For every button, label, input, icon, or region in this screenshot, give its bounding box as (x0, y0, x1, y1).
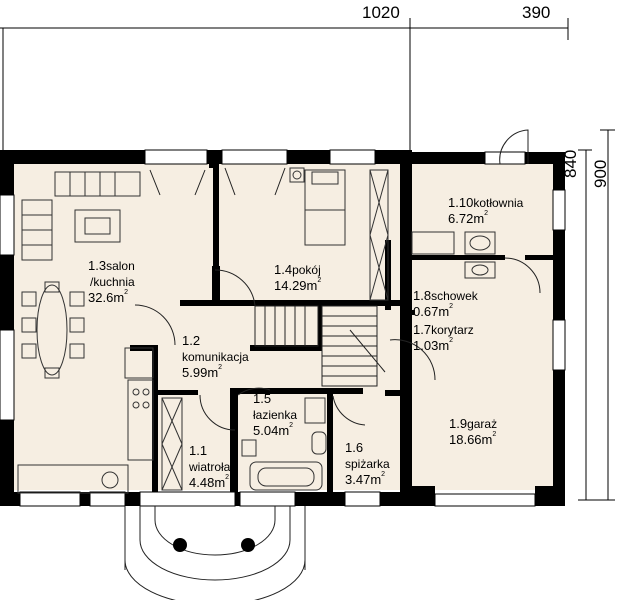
room-label-1-5: 1.5 łazienka 5.04m2 (253, 391, 298, 438)
room-label-1-7: 1.7korytarz 1.03m2 (413, 322, 474, 353)
room-label-1-3: 1.3salon /kuchnia 32.6m2 (88, 258, 135, 305)
room-label-1-2: 1.2 komunikacja 5.99m2 (182, 333, 249, 380)
room-label-1-10: 1.10kotłownia 6.72m2 (448, 195, 524, 226)
entrance-steps (124, 506, 306, 600)
dimension-lines (0, 18, 615, 501)
door-swings (134, 129, 541, 431)
room-label-1-6: 1.6 spiżarka 3.47m2 (345, 440, 390, 487)
columns (173, 538, 255, 552)
dimension-label-side-b: 900 (591, 159, 610, 188)
garage-pillars (405, 486, 557, 498)
windows (0, 149, 566, 507)
stairs (254, 305, 386, 387)
room-label-1-8: 1.8schowek 0.67m2 (413, 288, 478, 319)
furniture (17, 167, 496, 494)
room-label-1-9: 1.9garaż 18.66m2 (449, 416, 498, 447)
room-label-1-1: 1.1 wiatrołap 4.48m2 (189, 443, 238, 490)
dimension-label-top-left: 1020 (362, 3, 400, 22)
dimension-label-side-a: 840 (561, 149, 580, 178)
dimension-label-top-right: 390 (522, 3, 551, 22)
room-label-1-4: 1.4pokój 14.29m2 (274, 262, 322, 293)
